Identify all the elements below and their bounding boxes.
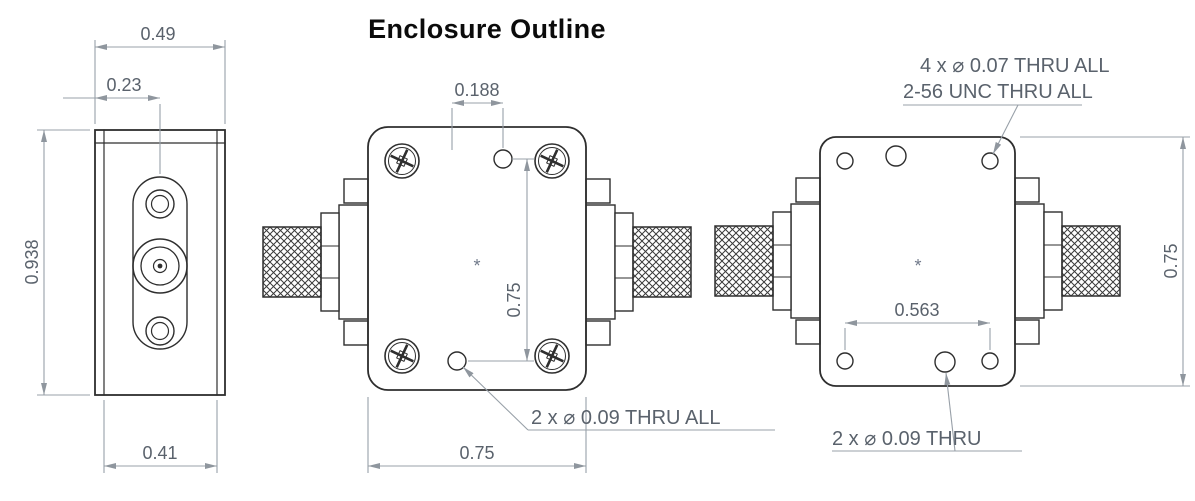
leader-back-thru-holes: 2 x ⌀ 0.09 THRU: [832, 372, 1022, 452]
note-back-thru-holes: 2 x ⌀ 0.09 THRU: [832, 428, 982, 450]
back-center-mark: *: [914, 256, 921, 276]
sma-connector-face: [132, 238, 188, 294]
front-center-mark: *: [473, 256, 480, 276]
back-thru-hole-top: [885, 145, 907, 167]
view-back: * 4 x ⌀ 0.07 THRU ALL 2-56 UNC THRU ALL …: [714, 55, 1190, 452]
dim-end-top-width: 0.49: [94, 24, 226, 124]
end-screw-top-icon: [145, 189, 175, 219]
back-tapped-hole-top-right: [981, 152, 999, 170]
back-right-sma-connector: [1014, 177, 1121, 345]
note-front-thru-holes: 2 x ⌀ 0.09 THRU ALL: [531, 407, 721, 429]
dim-end-bottom-width-label: 0.41: [142, 443, 177, 463]
leader-front-thru-holes: 2 x ⌀ 0.09 THRU ALL: [462, 366, 775, 431]
back-body-outline: [819, 136, 1016, 387]
dim-end-bottom-width: 0.41: [103, 400, 218, 473]
back-tapped-hole-top-left: [836, 152, 854, 170]
front-body-outline: [367, 126, 587, 391]
front-thru-hole-bottom: [447, 351, 467, 371]
leader-back-tapped-holes: 4 x ⌀ 0.07 THRU ALL 2-56 UNC THRU ALL: [903, 55, 1110, 155]
dim-front-body-width-label: 0.75: [459, 443, 494, 463]
back-left-sma-connector: [714, 177, 821, 345]
front-screw-top-left-icon: [383, 142, 421, 180]
note-back-tapped-holes-line1: 4 x ⌀ 0.07 THRU ALL: [920, 55, 1110, 77]
front-left-sma-connector: [262, 178, 369, 346]
dim-front-body-width: 0.75: [367, 397, 587, 473]
dim-back-hole-spacing-horizontal: 0.563: [844, 300, 991, 350]
front-screw-top-right-icon: [533, 142, 571, 180]
front-thru-hole-top: [493, 149, 513, 169]
dim-front-hole-offset: 0.188: [451, 80, 504, 150]
dim-back-body-height-label: 0.75: [1161, 243, 1181, 278]
front-screw-bottom-right-icon: [533, 337, 571, 375]
view-front: * 0.188 0.75 0.75 2 x ⌀ 0.09 THRU ALL: [262, 80, 775, 473]
dim-front-hole-spacing-vertical: 0.75: [468, 158, 534, 362]
dim-end-height-label: 0.938: [22, 239, 42, 284]
dim-end-height: 0.938: [22, 129, 90, 396]
dim-end-connector-offset-label: 0.23: [106, 75, 141, 95]
note-back-tapped-holes-line2: 2-56 UNC THRU ALL: [903, 81, 1093, 103]
dim-front-hole-offset-label: 0.188: [454, 80, 499, 100]
dim-front-hole-spacing-vertical-label: 0.75: [504, 282, 524, 317]
back-thru-hole-bottom: [934, 351, 956, 373]
view-end: 0.49 0.23 0.938 0.41: [22, 24, 226, 473]
dim-back-body-height: 0.75: [1020, 136, 1190, 387]
dim-back-hole-spacing-label: 0.563: [894, 300, 939, 320]
front-screw-bottom-left-icon: [383, 337, 421, 375]
drawing-title: Enclosure Outline: [368, 14, 606, 44]
back-tapped-hole-bottom-right: [981, 352, 999, 370]
dim-end-top-width-label: 0.49: [140, 24, 175, 44]
front-right-sma-connector: [585, 178, 692, 346]
dim-end-connector-offset: 0.23: [63, 75, 161, 174]
end-screw-bottom-icon: [145, 316, 175, 346]
back-tapped-hole-bottom-left: [836, 352, 854, 370]
